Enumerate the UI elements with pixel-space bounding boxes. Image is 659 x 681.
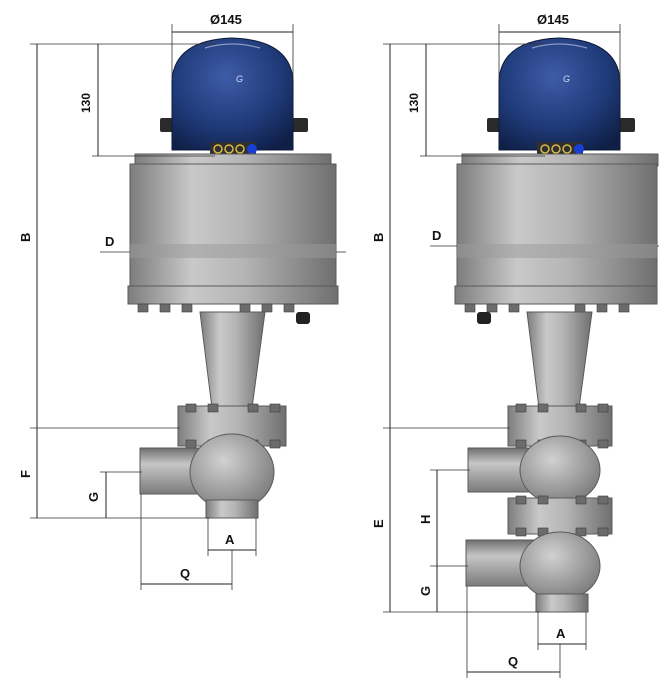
left-valve-neck (199, 311, 266, 409)
right-lower-valve-body (519, 531, 601, 601)
left-actuator-housing (129, 163, 337, 291)
left-label-diameter: Ø145 (210, 12, 242, 27)
right-label-inlet-height: G (418, 586, 433, 596)
right-dimensions: Ø145 130 B D E H G A Q (371, 12, 659, 678)
left-label-diameter-d: D (105, 234, 114, 249)
right-label-inlet-offset: Q (508, 654, 518, 669)
left-outlet (205, 499, 259, 519)
right-upper-valve-body (519, 435, 601, 505)
right-indicator-light-icon (574, 144, 584, 154)
left-label-flange-to-inlet: F (18, 470, 33, 478)
right-label-diameter-d: D (432, 228, 441, 243)
left-label-overall-height: B (18, 233, 33, 242)
right-label-diameter: Ø145 (537, 12, 569, 27)
left-valve-body (189, 433, 275, 511)
left-label-actuator-height: 130 (79, 93, 93, 113)
left-dimensions: Ø145 130 B D F G A Q (18, 12, 346, 590)
right-label-overall-height: B (371, 233, 386, 242)
right-actuator-housing (456, 163, 658, 291)
right-label-actuator-height: 130 (407, 93, 421, 113)
right-outlet (535, 593, 589, 613)
left-label-inlet-height: G (86, 492, 101, 502)
svg-text:G: G (236, 74, 243, 84)
left-valve-assembly: G (127, 37, 339, 519)
left-label-inlet-offset: Q (180, 566, 190, 581)
right-actuator: G (487, 37, 635, 156)
right-label-outlet-size: A (556, 626, 566, 641)
svg-text:G: G (563, 74, 570, 84)
left-label-outlet-size: A (225, 532, 235, 547)
left-indicator-light-icon (247, 144, 257, 154)
right-label-spacer-height: H (418, 515, 433, 524)
right-label-lower-height: E (371, 519, 386, 528)
left-actuator: G (160, 37, 308, 156)
right-valve-assembly: G (454, 37, 659, 613)
right-valve-neck (526, 311, 593, 409)
